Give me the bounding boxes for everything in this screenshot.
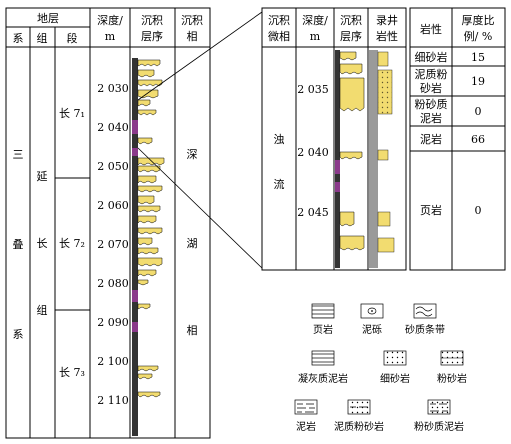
depth-2060: 2 060: [97, 199, 129, 212]
svg-text:页岩: 页岩: [313, 323, 333, 336]
detail-panel: 沉积 微相 深度/ m 沉积 层序 录井 岩性 浊 流 2 035 2 040 …: [261, 7, 407, 271]
svg-text:粉砂质泥岩: 粉砂质泥岩: [414, 420, 464, 433]
detail-header-lith-2: 岩性: [376, 29, 398, 43]
microfacies-char-1: 浊: [274, 133, 285, 146]
left-strat-table: 地层 系 组 段 深度/ m 沉积 层序 沉积 相 三 叠 系 延 长 组 长 …: [5, 7, 211, 439]
row-mudstone-label: 泥岩: [420, 132, 442, 146]
row-silty-mudstone-label-1: 粉砂质: [415, 98, 448, 111]
svg-text:泥岩: 泥岩: [296, 420, 316, 433]
detail-header-seq-2: 层序: [340, 29, 362, 43]
header-system: 系: [13, 32, 24, 45]
member-c73: 长 7₃: [59, 366, 85, 379]
row-silty-mudstone-label-2: 泥岩: [420, 111, 442, 125]
legend-item-muddy-siltstone: 泥质粉砂岩: [334, 399, 384, 433]
formation-char-3: 组: [37, 303, 48, 317]
row-fine-sandstone-value: 15: [471, 51, 485, 64]
zoom-connectors: [137, 11, 263, 269]
legend: 页岩 泥砾 砂质条带 凝灰质泥岩 细砂岩 粉砂岩: [294, 303, 467, 433]
depth-2070: 2 070: [97, 238, 129, 251]
svg-text:泥砾: 泥砾: [362, 323, 382, 336]
facies-char-3: 相: [187, 324, 198, 337]
row-fine-sandstone-label: 细砂岩: [415, 50, 448, 64]
depth-2090: 2 090: [97, 316, 129, 329]
row-silty-mudstone-value: 0: [475, 105, 482, 118]
svg-text:砂质条带: 砂质条带: [405, 323, 445, 336]
table-header-ratio-1: 厚度比: [462, 13, 495, 27]
left-sequence-column: [132, 58, 165, 436]
row-shale-value: 0: [475, 204, 482, 217]
depth-2050: 2 050: [97, 160, 129, 173]
depth-2100: 2 100: [97, 355, 129, 368]
table-header-ratio-2: 例/ %: [464, 29, 493, 43]
depth-2040: 2 040: [97, 121, 129, 134]
detail-depth-2040: 2 040: [297, 146, 329, 159]
detail-header-depth-2: m: [310, 30, 321, 43]
row-muddy-siltstone-label-2: 砂岩: [420, 81, 442, 95]
system-char-2: 叠: [13, 238, 24, 251]
header-strata: 地层: [37, 12, 59, 25]
svg-text:细砂岩: 细砂岩: [380, 372, 410, 385]
header-depth-1: 深度/: [97, 13, 123, 27]
detail-depth-2035: 2 035: [297, 83, 329, 96]
legend-item-mud-gravel: 泥砾: [360, 303, 384, 336]
detail-header-mf-2: 微相: [268, 29, 290, 43]
facies-char-2: 湖: [187, 237, 198, 250]
thickness-table: 岩性 厚度比 例/ % 细砂岩 15 泥质粉 砂岩 19 粉砂质 泥岩 0 泥岩…: [409, 7, 506, 271]
depth-2030: 2 030: [97, 82, 129, 95]
formation-char-2: 长: [37, 237, 48, 250]
svg-text:凝灰质泥岩: 凝灰质泥岩: [298, 372, 348, 385]
system-char-1: 三: [13, 148, 24, 161]
formation-char-1: 延: [37, 170, 48, 183]
depth-2110: 2 110: [97, 394, 129, 407]
header-seq-1: 沉积: [141, 14, 163, 27]
row-muddy-siltstone-label-1: 泥质粉: [415, 68, 448, 81]
header-formation: 组: [37, 31, 48, 45]
header-depth-2: m: [105, 30, 116, 43]
detail-depth-2045: 2 045: [297, 206, 329, 219]
legend-item-mudstone: 泥岩: [294, 399, 318, 433]
table-header-lith: 岩性: [420, 22, 442, 36]
legend-item-sand-band: 砂质条带: [405, 303, 445, 336]
row-muddy-siltstone-value: 19: [471, 75, 485, 88]
legend-item-shale: 页岩: [311, 303, 335, 336]
legend-item-fine-sandstone: 细砂岩: [380, 350, 410, 385]
system-char-3: 系: [13, 328, 24, 341]
legend-item-silty-mudstone: 粉砂质泥岩: [414, 399, 464, 433]
header-facies-1: 沉积: [181, 14, 203, 27]
detail-header-depth-1: 深度/: [302, 13, 328, 27]
member-c72: 长 7₂: [59, 237, 85, 250]
detail-header-seq-1: 沉积: [340, 14, 362, 27]
detail-header-mf-1: 沉积: [268, 14, 290, 27]
member-c71: 长 7₁: [59, 107, 85, 120]
header-facies-2: 相: [187, 30, 198, 43]
svg-text:泥质粉砂岩: 泥质粉砂岩: [334, 420, 384, 433]
row-shale-label: 页岩: [420, 203, 442, 217]
legend-item-tuff-mudstone: 凝灰质泥岩: [298, 350, 348, 385]
microfacies-char-2: 流: [274, 177, 285, 191]
facies-char-1: 深: [187, 148, 198, 161]
detail-header-lith-1: 录井: [376, 13, 398, 27]
header-member: 段: [67, 31, 78, 45]
row-mudstone-value: 66: [471, 133, 485, 146]
svg-text:粉砂岩: 粉砂岩: [437, 372, 467, 385]
depth-2080: 2 080: [97, 277, 129, 290]
legend-item-siltstone: 粉砂岩: [437, 350, 467, 385]
header-seq-2: 层序: [141, 29, 163, 43]
